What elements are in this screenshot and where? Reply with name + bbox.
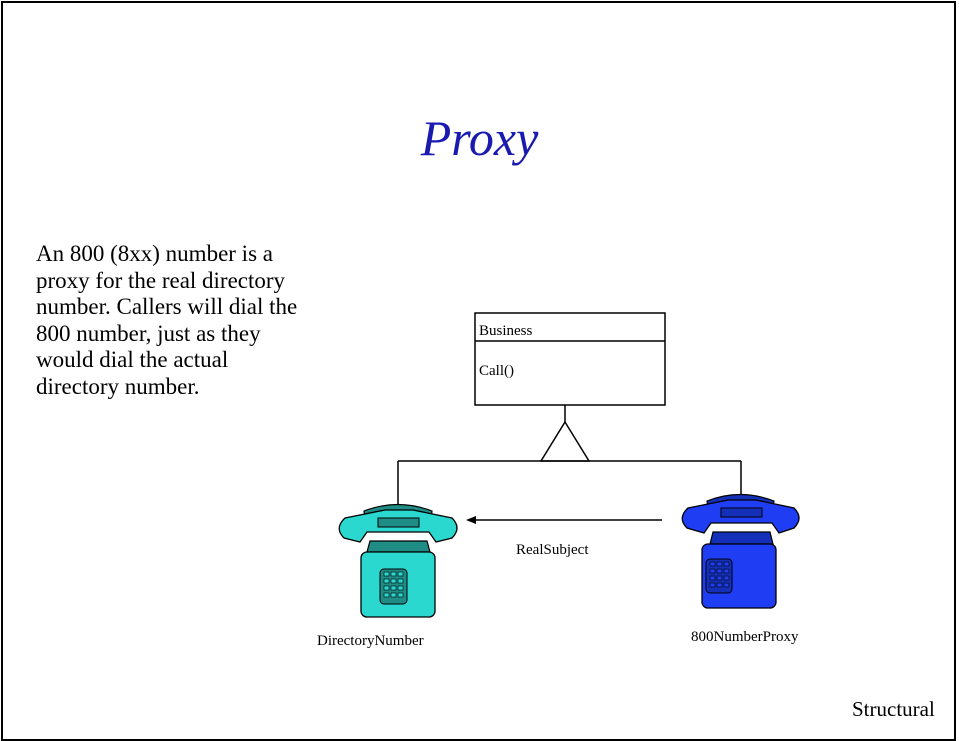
description-text: An 800 (8xx) number is a proxy for the r…	[36, 241, 298, 399]
proxy-class-diagram: Business Call() RealSubject	[317, 312, 800, 649]
association-arrowhead	[466, 516, 476, 524]
proxy-number-label: 800NumberProxy	[691, 629, 799, 645]
category-label: Structural	[852, 697, 935, 721]
business-class-method: Call()	[479, 363, 514, 379]
telephone-icon	[681, 493, 800, 609]
inheritance-lines	[397, 405, 742, 506]
business-class-name: Business	[479, 323, 533, 339]
association-label: RealSubject	[516, 542, 589, 558]
directory-number-label: DirectoryNumber	[317, 633, 424, 649]
business-class-box	[474, 312, 666, 406]
telephone-icon	[338, 503, 458, 618]
business-class: Business Call()	[474, 312, 666, 406]
inheritance-triangle	[539, 420, 591, 462]
real-subject-association: RealSubject	[466, 516, 662, 558]
slide-title: Proxy	[420, 110, 539, 166]
